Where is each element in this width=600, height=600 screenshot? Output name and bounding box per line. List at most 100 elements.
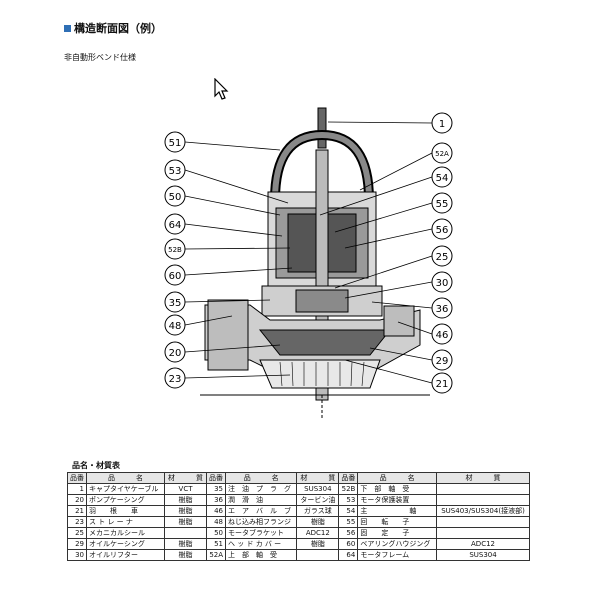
heading-text: 構造断面図（例） [74, 22, 162, 35]
callout-52a: 52A [431, 142, 453, 164]
svg-text:36: 36 [436, 304, 449, 315]
parts-table-title: 品名・材質表 [72, 461, 120, 470]
table-cell: 1 [67, 483, 87, 495]
header-cell: 品 名 [85, 472, 166, 484]
callout-64: 64 [164, 213, 186, 235]
table-cell: 60 [338, 538, 359, 550]
svg-text:55: 55 [436, 199, 449, 210]
table-cell: オイルリフター [85, 549, 166, 561]
svg-text:29: 29 [436, 356, 449, 367]
table-cell [436, 494, 530, 506]
table-cell [436, 483, 530, 495]
table-cell: タービン油 [296, 494, 340, 506]
callout-55: 55 [431, 192, 453, 214]
header-cell: 品番 [206, 472, 227, 484]
table-cell: ス ト レ ー ナ [85, 516, 166, 528]
table-cell: 23 [67, 516, 87, 528]
table-cell: 36 [206, 494, 227, 506]
table-cell: 樹脂 [164, 516, 208, 528]
table-cell: 54 [338, 505, 359, 517]
callout-51: 51 [164, 131, 186, 153]
table-cell [436, 516, 530, 528]
table-cell: 56 [338, 527, 359, 539]
table-cell: 樹脂 [164, 494, 208, 506]
table-cell: ADC12 [436, 538, 530, 550]
svg-text:60: 60 [169, 271, 182, 282]
table-cell: 30 [67, 549, 87, 561]
section-heading: 構造断面図（例） [64, 20, 162, 36]
callout-35: 35 [164, 291, 186, 313]
table-cell: ベアリングハウジング [357, 538, 438, 550]
svg-text:50: 50 [169, 192, 182, 203]
svg-text:20: 20 [169, 348, 182, 359]
diagram-subtitle: 非自動形ベンド仕様 [64, 53, 136, 62]
table-cell: 55 [338, 516, 359, 528]
table-cell: 52A [206, 549, 227, 561]
svg-text:35: 35 [169, 298, 182, 309]
callout-46: 46 [431, 323, 453, 345]
table-cell: エ ア バ ル ブ [225, 505, 298, 517]
header-cell: 品 名 [225, 472, 298, 484]
svg-text:64: 64 [169, 220, 182, 231]
svg-text:21: 21 [436, 379, 449, 390]
callout-56: 56 [431, 218, 453, 240]
table-cell: メカニカルシール [85, 527, 166, 539]
table-cell: ADC12 [296, 527, 340, 539]
svg-text:1: 1 [439, 119, 445, 130]
table-cell: 樹脂 [296, 516, 340, 528]
callout-23: 23 [164, 367, 186, 389]
svg-text:53: 53 [169, 166, 182, 177]
table-cell: 樹脂 [296, 538, 340, 550]
callout-29: 29 [431, 349, 453, 371]
table-cell: オイルケーシング [85, 538, 166, 550]
heading-square-icon [64, 24, 71, 32]
table-cell: 下 部 軸 受 [357, 483, 438, 495]
header-cell: 材 質 [296, 472, 340, 484]
table-header-row: 品番 品 名 材 質 品番 品 名 材 質 品番 品 名 材 質 [67, 472, 530, 484]
callout-36: 36 [431, 297, 453, 319]
header-cell: 品番 [67, 472, 87, 484]
callout-53: 53 [164, 159, 186, 181]
table-cell: 52B [338, 483, 359, 495]
table-cell: モータ保護装置 [357, 494, 438, 506]
svg-text:30: 30 [436, 278, 449, 289]
svg-text:52B: 52B [168, 246, 182, 254]
table-cell: 潤 滑 油 [225, 494, 298, 506]
table-cell: SUS304 [296, 483, 340, 495]
table-cell: 羽 根 車 [85, 505, 166, 517]
svg-text:25: 25 [436, 252, 449, 263]
table-cell: 主 軸 [357, 505, 438, 517]
table-cell [164, 527, 208, 539]
table-cell [436, 527, 530, 539]
callout-52b: 52B [164, 238, 186, 260]
table-cell: SUS403/SUS304(接液部) [436, 505, 530, 517]
table-cell: ポンプケーシング [85, 494, 166, 506]
table-cell: ヘ ッ ド カ バ ー [225, 538, 298, 550]
table-cell: VCT [164, 483, 208, 495]
table-cell: 25 [67, 527, 87, 539]
table-cell [296, 549, 340, 561]
table-cell: ガラス球 [296, 505, 340, 517]
callout-30: 30 [431, 271, 453, 293]
mouse-cursor-icon [214, 78, 229, 100]
table-cell: 樹脂 [164, 538, 208, 550]
table-cell: 上 部 軸 受 [225, 549, 298, 561]
table-cell: SUS304 [436, 549, 530, 561]
header-cell: 品番 [338, 472, 359, 484]
callout-60: 60 [164, 264, 186, 286]
callout-54: 54 [431, 166, 453, 188]
table-cell: 29 [67, 538, 87, 550]
callout-21: 21 [431, 372, 453, 394]
svg-text:54: 54 [436, 173, 449, 184]
table-cell: 注 油 プ ラ グ [225, 483, 298, 495]
table-cell: 51 [206, 538, 227, 550]
table-cell: 樹脂 [164, 549, 208, 561]
